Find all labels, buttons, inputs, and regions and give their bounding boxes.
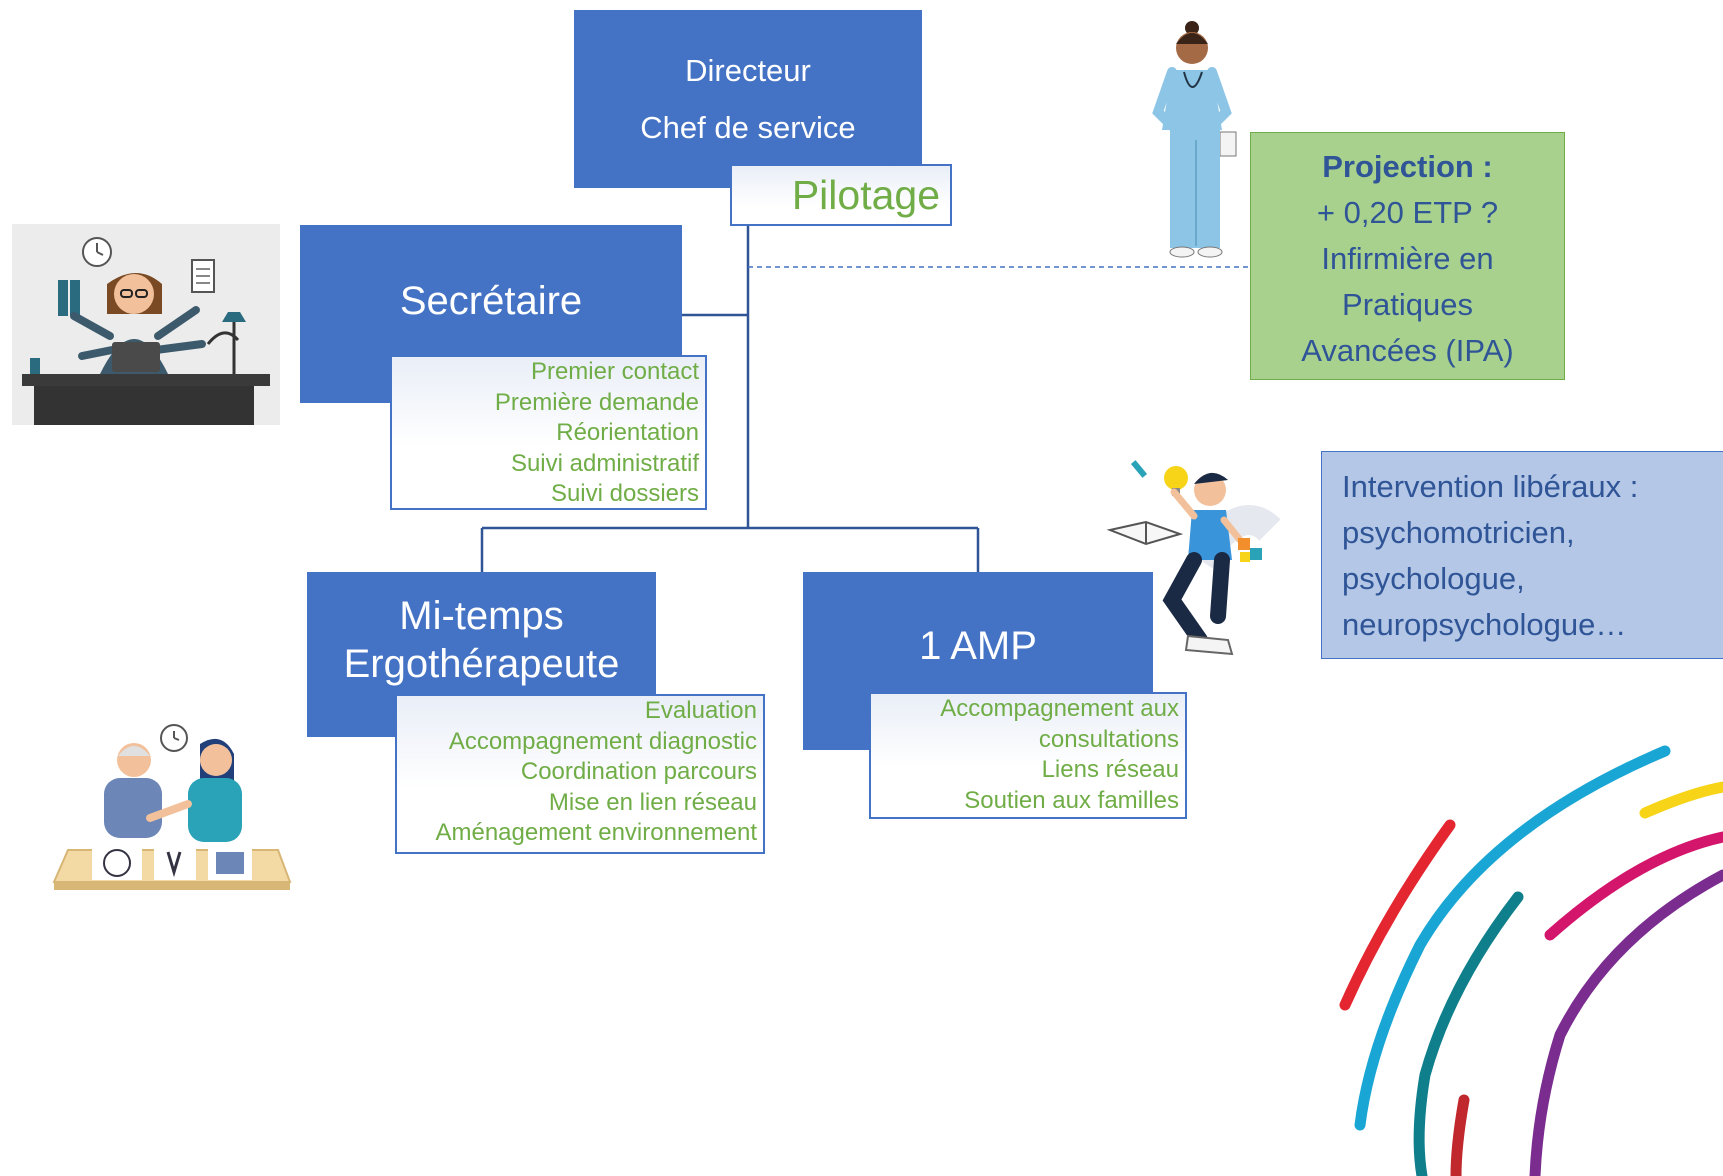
director-title: Directeur [685,53,811,88]
arc-magenta [1544,831,1723,941]
task-item: Evaluation [644,697,757,724]
liberaux-box: Intervention libéraux : psychomotricien,… [1321,451,1723,659]
projection-line: Avancées (IPA) [1301,333,1514,368]
arc-dark-red [1450,1094,1470,1176]
amp-tasks: Accompagnement aux consultations Liens r… [869,692,1187,819]
director-box: Directeur Chef de service [574,10,922,188]
projection-box: Projection : + 0,20 ETP ? Infirmière en … [1250,132,1565,380]
task-item: Liens réseau [1041,756,1179,783]
amp-illustration [1090,440,1290,690]
amp-title: 1 AMP [919,624,1037,668]
task-item: Suivi administratif [510,449,699,477]
task-item: Soutien aux familles [964,786,1179,814]
projection-line: + 0,20 ETP ? [1316,195,1499,230]
nurse-illustration [1150,20,1246,260]
ergo-title-line1: Mi-temps [399,594,564,638]
task-item: Première demande [494,388,699,416]
task-item: Accompagnement aux [940,695,1179,722]
ergo-title-line2: Ergothérapeute [343,642,620,686]
arc-red [1339,819,1456,1011]
task-item: consultations [1038,725,1179,753]
task-item: Premier contact [530,358,699,385]
projection-heading: Projection : [1322,149,1493,184]
arc-yellow [1639,781,1723,819]
chef-de-service-title: Chef de service [640,110,856,145]
ergo-illustration [50,722,296,894]
liberaux-line: neuropsychologue… [1342,607,1627,642]
arc-purple [1529,869,1723,1176]
task-item: Coordination parcours [520,758,757,785]
pilotage-tag: Pilotage [730,164,952,226]
projection-line: Infirmière en [1321,241,1494,276]
task-item: Suivi dossiers [550,480,699,507]
ergo-tasks: Evaluation Accompagnement diagnostic Coo… [395,694,765,854]
task-item: Aménagement environnement [435,819,757,846]
secretary-tasks: Premier contact Première demande Réorien… [390,355,707,510]
projection-line: Pratiques [1342,287,1473,322]
liberaux-line: Intervention libéraux : [1342,469,1639,504]
pilotage-label: Pilotage [791,172,940,218]
arc-cyan [1354,745,1671,1131]
task-item: Réorientation [556,419,699,446]
liberaux-line: psychomotricien, [1342,515,1575,550]
secretary-illustration [12,224,280,425]
arc-teal [1413,891,1524,1176]
colored-arcs-decoration [1339,745,1723,1176]
secretary-title: Secrétaire [399,279,583,323]
task-item: Accompagnement diagnostic [448,727,757,755]
task-item: Mise en lien réseau [548,788,757,816]
liberaux-line: psychologue, [1342,561,1525,596]
